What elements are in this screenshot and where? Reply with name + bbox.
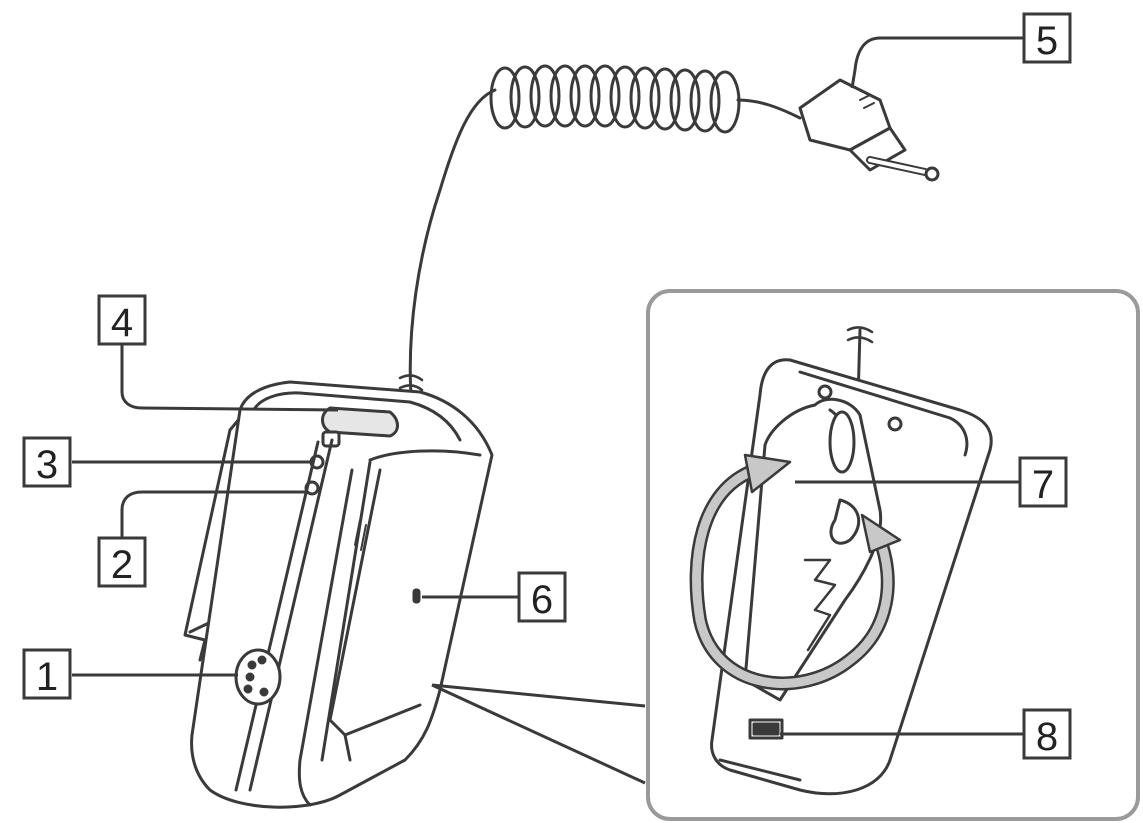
- callout-label-1: 1: [36, 655, 58, 699]
- leader-lines: [72, 36, 1024, 736]
- cable-to-plug: [736, 98, 802, 120]
- plug: [798, 78, 940, 182]
- callout-5: 5: [1022, 12, 1072, 64]
- callout-label-2: 2: [111, 543, 133, 587]
- device-body: [190, 380, 494, 809]
- callout-8: 8: [1022, 708, 1072, 760]
- callout-label-3: 3: [36, 443, 58, 487]
- callout-label-4: 4: [111, 301, 133, 345]
- callout-6: 6: [517, 571, 567, 623]
- zoom-lines: [431, 683, 646, 785]
- callout-7: 7: [1018, 456, 1068, 508]
- callout-1: 1: [22, 648, 72, 700]
- inset-back-view: [646, 289, 1140, 821]
- device-front-view: [183, 64, 940, 809]
- coiled-cord: [489, 64, 741, 134]
- rotation-arrow-icon: [689, 453, 902, 691]
- callout-4: 4: [97, 294, 147, 346]
- rotating-clip: [743, 397, 883, 702]
- cable-break-mark: [398, 374, 424, 392]
- callout-label-6: 6: [531, 578, 553, 622]
- side-hole: [412, 588, 421, 604]
- cable: [408, 88, 497, 412]
- callout-label-7: 7: [1032, 463, 1054, 507]
- callout-label-8: 8: [1036, 715, 1058, 759]
- callout-2: 2: [97, 536, 147, 588]
- callout-3: 3: [22, 436, 72, 488]
- slot-button: [321, 406, 399, 438]
- callout-label-5: 5: [1036, 19, 1058, 63]
